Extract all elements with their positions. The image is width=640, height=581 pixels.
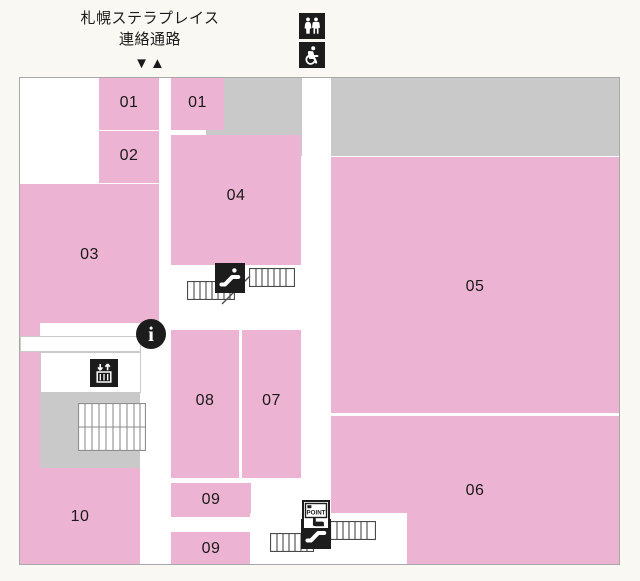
floor-map[interactable]: 01 02 03 10 01 04 08 — [19, 77, 620, 565]
point-kiosk-icon[interactable]: POINT — [302, 500, 330, 530]
unit-05[interactable]: 05 — [331, 157, 619, 413]
unit-01-left-label: 01 — [119, 94, 139, 111]
unit-08[interactable]: 08 — [171, 330, 239, 478]
unit-10[interactable]: 10 — [20, 468, 140, 564]
stairs-lower-right-icon — [330, 521, 376, 540]
unit-01-mid-label: 01 — [188, 94, 207, 111]
unit-09-upper-label: 09 — [201, 491, 221, 508]
unit-06-label: 06 — [465, 482, 485, 499]
page-title: 札幌ステラプレイス 連絡通路 — [0, 8, 300, 50]
unit-10-label: 10 — [70, 508, 90, 525]
information-icon[interactable]: i — [136, 319, 166, 349]
unit-09-lower-label: 09 — [201, 540, 221, 557]
restroom-icon — [299, 13, 325, 39]
unit-01-left[interactable]: 01 — [99, 78, 159, 130]
unit-02[interactable]: 02 — [99, 131, 159, 183]
unit-02-label: 02 — [119, 147, 139, 164]
wheelchair-accessible-icon — [299, 42, 325, 68]
unit-05-label: 05 — [465, 278, 485, 295]
unit-04-label: 04 — [226, 187, 246, 204]
unit-03-label: 03 — [80, 246, 99, 263]
escalator-upper-icon[interactable] — [215, 263, 245, 293]
unit-03[interactable]: 03 — [20, 184, 159, 323]
unit-04[interactable]: 04 — [171, 135, 301, 265]
information-glyph: i — [148, 321, 154, 346]
unit-09-lower[interactable]: 09 — [171, 532, 251, 564]
svg-text:POINT: POINT — [307, 509, 326, 516]
stairs-left-icon — [78, 403, 146, 451]
direction-markers: ▼▲ — [134, 55, 166, 72]
unit-01-mid[interactable]: 01 — [171, 78, 224, 130]
page-title-line-1: 札幌ステラプレイス — [80, 10, 220, 27]
unit-09-upper[interactable]: 09 — [171, 483, 251, 517]
unit-07[interactable]: 07 — [242, 330, 301, 478]
corridor-vertical-center — [302, 78, 331, 564]
unit-08-label: 08 — [195, 392, 215, 409]
stairs-upper-right-icon — [249, 268, 295, 287]
elevator-alcove — [20, 336, 141, 352]
page-title-line-2: 連絡通路 — [118, 31, 181, 48]
elevator-icon[interactable] — [90, 359, 118, 387]
unit-07-label: 07 — [262, 392, 281, 409]
